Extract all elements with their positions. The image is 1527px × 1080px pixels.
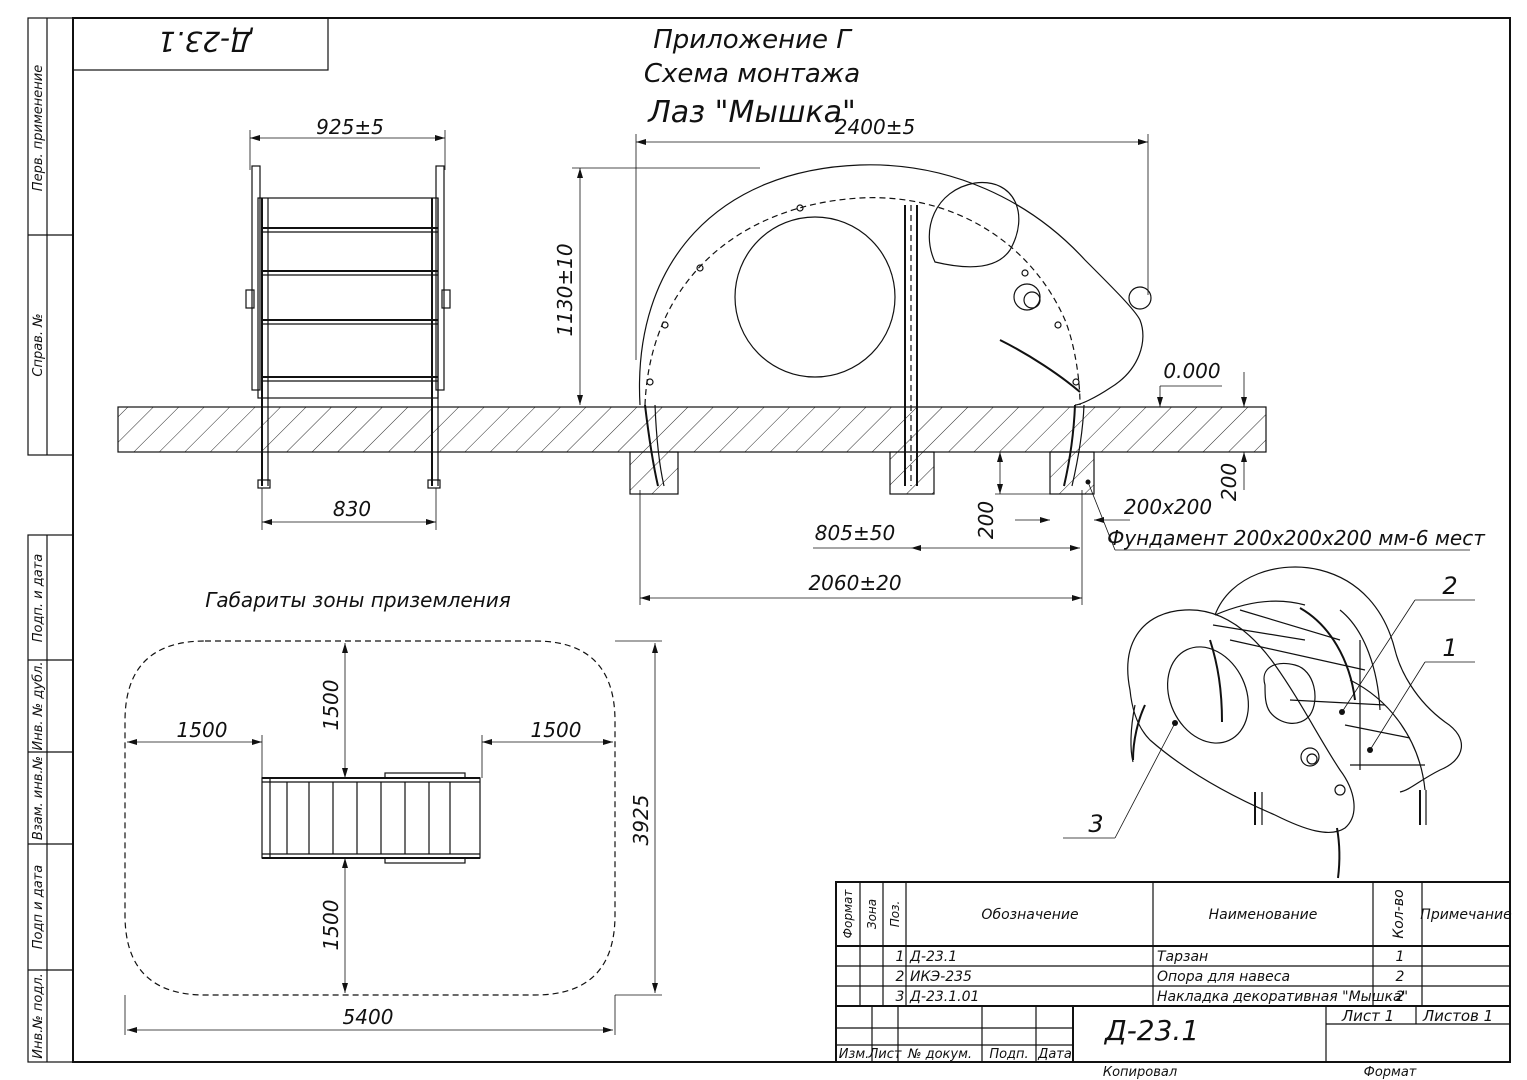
side-view-mouse bbox=[638, 164, 1152, 487]
title-line3: Лаз "Мышка" bbox=[647, 95, 856, 130]
spec-row2-name: Опора для навеса bbox=[1157, 969, 1290, 985]
spec-row1-designation: Д-23.1 bbox=[909, 949, 957, 965]
spec-row1-pos: 1 bbox=[896, 949, 905, 965]
tb-list: Лист bbox=[868, 1047, 902, 1062]
spec-header-note: Примечание bbox=[1420, 907, 1511, 923]
spec-table bbox=[835, 881, 1511, 1007]
dim-base-length-label: 2060±20 bbox=[808, 571, 901, 595]
tb-date: Дата bbox=[1037, 1047, 1072, 1062]
ladder-top-view bbox=[261, 772, 481, 864]
side-label-sprav: Справ. № bbox=[31, 313, 46, 376]
tb-copied: Копировал bbox=[1103, 1065, 1177, 1080]
side-label-podp1: Подп. и дата bbox=[31, 554, 46, 643]
spec-header-format: Формат bbox=[841, 889, 855, 939]
spec-row1-qty: 1 bbox=[1396, 949, 1405, 965]
zone-title: Габариты зоны приземления bbox=[205, 588, 511, 612]
ground-section bbox=[117, 406, 1267, 495]
zone-width-label: 5400 bbox=[343, 1005, 394, 1029]
stamp-box bbox=[72, 17, 329, 71]
callout-2: 2 bbox=[1442, 572, 1457, 600]
tb-code: Д-23.1 bbox=[1103, 1014, 1199, 1047]
spec-row2-qty: 2 bbox=[1396, 969, 1405, 985]
drawing-frame bbox=[27, 17, 1511, 1063]
found-size-label: 200х200 bbox=[1124, 495, 1212, 519]
spec-row1-name: Тарзан bbox=[1157, 949, 1208, 965]
spec-row3-name: Накладка декоративная "Мышка" bbox=[1157, 989, 1408, 1005]
side-label-inv-podl: Инв.№ подл. bbox=[31, 973, 46, 1059]
foundation-note: Фундамент 200х200х200 мм-6 мест bbox=[1107, 526, 1486, 550]
dim-front-width-label: 925±5 bbox=[316, 115, 384, 139]
tb-format: Формат bbox=[1364, 1065, 1417, 1080]
spec-row3-qty: 2 bbox=[1396, 989, 1405, 1005]
callout-3: 3 bbox=[1088, 810, 1103, 838]
depth-found-label: 200 bbox=[974, 501, 998, 539]
zone-outline bbox=[124, 640, 616, 996]
tb-doc-no: № докум. bbox=[907, 1047, 972, 1062]
depth-right-label: 200 bbox=[1217, 463, 1241, 501]
spec-row3-pos: 3 bbox=[896, 989, 905, 1005]
spec-row2-pos: 2 bbox=[896, 969, 905, 985]
dim-post-offset-label: 805±50 bbox=[815, 521, 895, 545]
side-label-podp2: Подп и дата bbox=[31, 865, 46, 949]
spec-header-designation: Обозначение bbox=[981, 907, 1078, 923]
zone-height-label: 3925 bbox=[629, 795, 653, 846]
zone-top-label: 1500 bbox=[319, 680, 343, 731]
tb-sheets: Листов 1 bbox=[1422, 1007, 1493, 1025]
dim-total-length-label: 2400±5 bbox=[835, 115, 915, 139]
level-label: 0.000 bbox=[1163, 359, 1220, 383]
title-block bbox=[835, 1005, 1511, 1063]
tb-izm: Изм. bbox=[839, 1047, 870, 1062]
title-line1: Приложение Г bbox=[653, 25, 853, 55]
tb-sign: Подп. bbox=[989, 1047, 1028, 1062]
callout-1: 1 bbox=[1442, 634, 1457, 662]
isometric-view bbox=[1127, 566, 1463, 879]
title-line2: Схема монтажа bbox=[644, 59, 860, 89]
side-label-vzam: Взам. инв.№ bbox=[31, 756, 46, 840]
side-label-perv: Перв. применение bbox=[31, 65, 46, 191]
spec-header-name: Наименование bbox=[1209, 907, 1318, 923]
spec-row2-designation: ИКЭ-235 bbox=[910, 969, 972, 985]
spec-row3-designation: Д-23.1.01 bbox=[909, 989, 979, 1005]
front-view bbox=[245, 165, 451, 489]
dim-front-base-label: 830 bbox=[333, 497, 371, 521]
stamp-code: Д-23.1 bbox=[158, 25, 254, 58]
spec-header-qty: Кол-во bbox=[1391, 889, 1407, 938]
zone-left-label: 1500 bbox=[177, 718, 228, 742]
zone-bottom-label: 1500 bbox=[319, 900, 343, 951]
zone-right-label: 1500 bbox=[531, 718, 582, 742]
spec-header-pos: Поз. bbox=[888, 901, 902, 928]
tb-sheet: Лист 1 bbox=[1341, 1007, 1394, 1025]
spec-header-zone: Зона bbox=[865, 899, 879, 929]
side-label-inv-dubl: Инв. № дубл. bbox=[31, 662, 46, 751]
dim-height-label: 1130±10 bbox=[553, 243, 577, 336]
